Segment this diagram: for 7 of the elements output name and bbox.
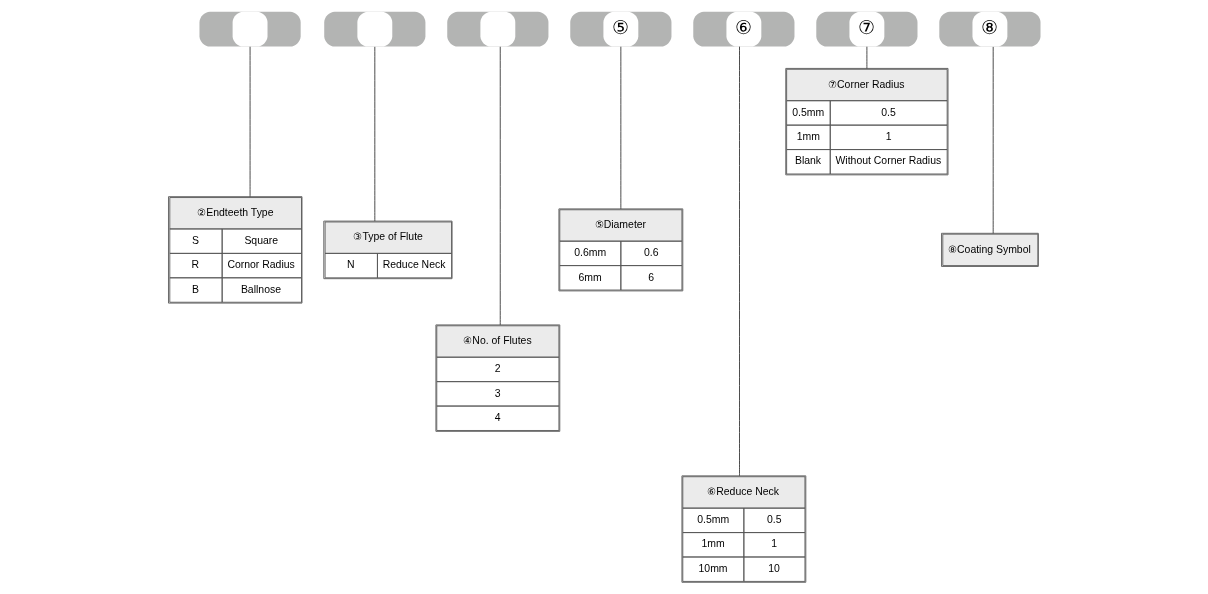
connector — [373, 46, 375, 222]
connector — [619, 46, 621, 210]
connector — [499, 46, 501, 326]
connector — [992, 46, 994, 234]
connector — [738, 46, 740, 477]
connector — [249, 46, 250, 198]
connector — [865, 46, 867, 69]
